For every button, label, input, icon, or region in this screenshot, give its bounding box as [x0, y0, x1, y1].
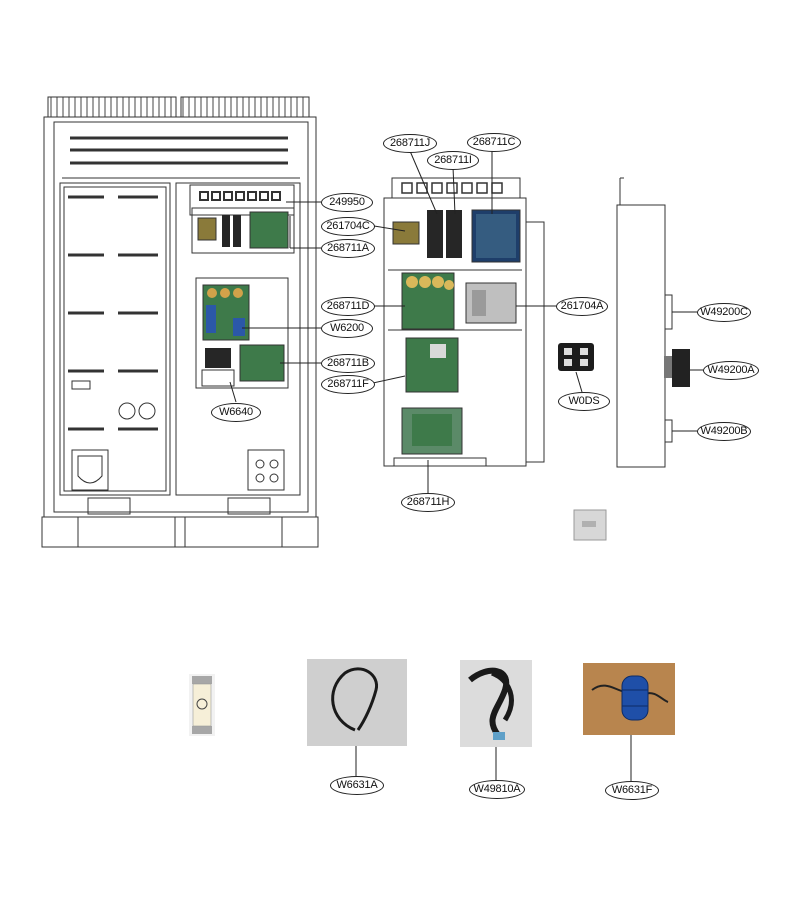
- w0ds-part: [558, 343, 594, 371]
- callout-w6631a: W6631A: [330, 776, 384, 795]
- callout-268711h: 268711H: [401, 493, 455, 512]
- callout-268711b: 268711B: [321, 354, 375, 373]
- side-panel: [616, 177, 673, 468]
- callout-268711i: 268711I: [427, 151, 479, 170]
- callout-261704c: 261704C: [321, 217, 375, 236]
- callout-w6200: W6200: [321, 319, 373, 338]
- outdoor-unit-components: [197, 211, 289, 387]
- harness-w49810a-photo: [460, 660, 532, 747]
- callout-w6631f: W6631F: [605, 781, 659, 800]
- callout-w0ds: W0DS: [558, 392, 610, 411]
- electrical-box-components: [392, 209, 521, 455]
- callout-261704a: 261704A: [556, 297, 608, 316]
- callout-268711a: 268711A: [321, 239, 375, 258]
- callout-249950: 249950: [321, 193, 373, 212]
- callout-w6640: W6640: [211, 403, 261, 422]
- side-panel-module: [672, 349, 690, 387]
- outdoor-unit-cabinet: [41, 96, 319, 548]
- sensor-w6631f-photo: [583, 663, 675, 735]
- callout-w49200a: W49200A: [703, 361, 759, 380]
- fan-grille-left: [47, 96, 177, 118]
- callout-268711f: 268711F: [321, 375, 375, 394]
- fuse-photo: [189, 674, 215, 736]
- callout-w49810a: W49810A: [469, 780, 525, 799]
- callout-w49200b: W49200B: [697, 422, 751, 441]
- electrical-box: [383, 177, 545, 467]
- callout-w49200c: W49200C: [697, 303, 751, 322]
- cable-w6631a-photo: [307, 659, 407, 746]
- leader-lines: [229, 150, 703, 781]
- callout-268711c: 268711C: [467, 133, 521, 152]
- fan-grille-right: [180, 96, 310, 118]
- callout-268711j: 268711J: [383, 134, 437, 153]
- callout-268711d: 268711D: [321, 297, 375, 316]
